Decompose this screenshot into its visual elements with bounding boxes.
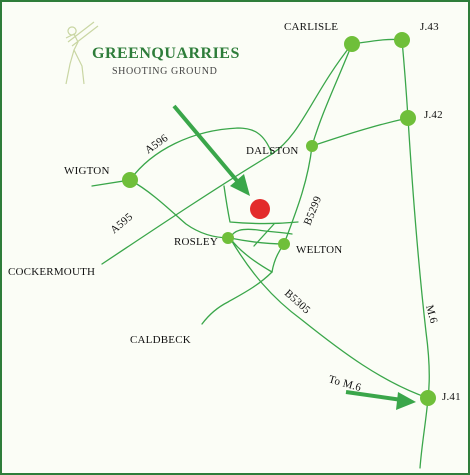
road-network [91,38,430,469]
label-caldbeck: CALDBECK [130,334,191,346]
node-j43 [394,32,410,48]
label-a595: A595 [108,211,135,237]
node-dalston [306,140,318,152]
label-carlisle: CARLISLE [284,21,338,33]
node-carlisle [344,36,360,52]
to-m6-arrow-icon [345,390,416,410]
label-j43: J.43 [420,21,439,33]
node-rosley [222,232,234,244]
node-j41 [420,390,436,406]
label-to-m6: To M.6 [327,373,363,394]
node-wigton [122,172,138,188]
brand-name: GREENQUARRIES [92,45,240,62]
road-caldbeck [201,271,273,325]
road-m6 [401,39,430,469]
road-j42-dalston [311,117,409,147]
shooter-silhouette-icon [65,21,99,85]
road-a595 [101,43,353,265]
brand-subtitle: SHOOTING GROUND [112,66,217,77]
road-lane-middle [229,228,293,239]
label-m6: M.6 [423,304,439,325]
label-j42: J.42 [424,109,443,121]
road-b5299 [283,145,313,245]
label-b5305: B5305 [282,287,313,316]
label-wigton: WIGTON [64,165,110,177]
label-welton: WELTON [296,244,342,256]
destination-marker [250,199,270,219]
road-wigton-rosley [129,179,231,239]
road-b5305 [229,237,429,399]
node-j42 [400,110,416,126]
road-a596 [129,127,273,181]
label-dalston: DALSTON [246,145,299,157]
pointer-arrow-icon [172,104,250,196]
road-lane-north [223,185,299,225]
node-welton [278,238,290,250]
road-carlisle-dalston [311,43,353,147]
label-rosley: ROSLEY [174,236,218,248]
label-b5299: B5299 [302,194,325,227]
label-cockermouth: COCKERMOUTH [8,266,95,278]
label-j41: J.41 [442,391,461,403]
label-a596: A596 [143,132,171,156]
